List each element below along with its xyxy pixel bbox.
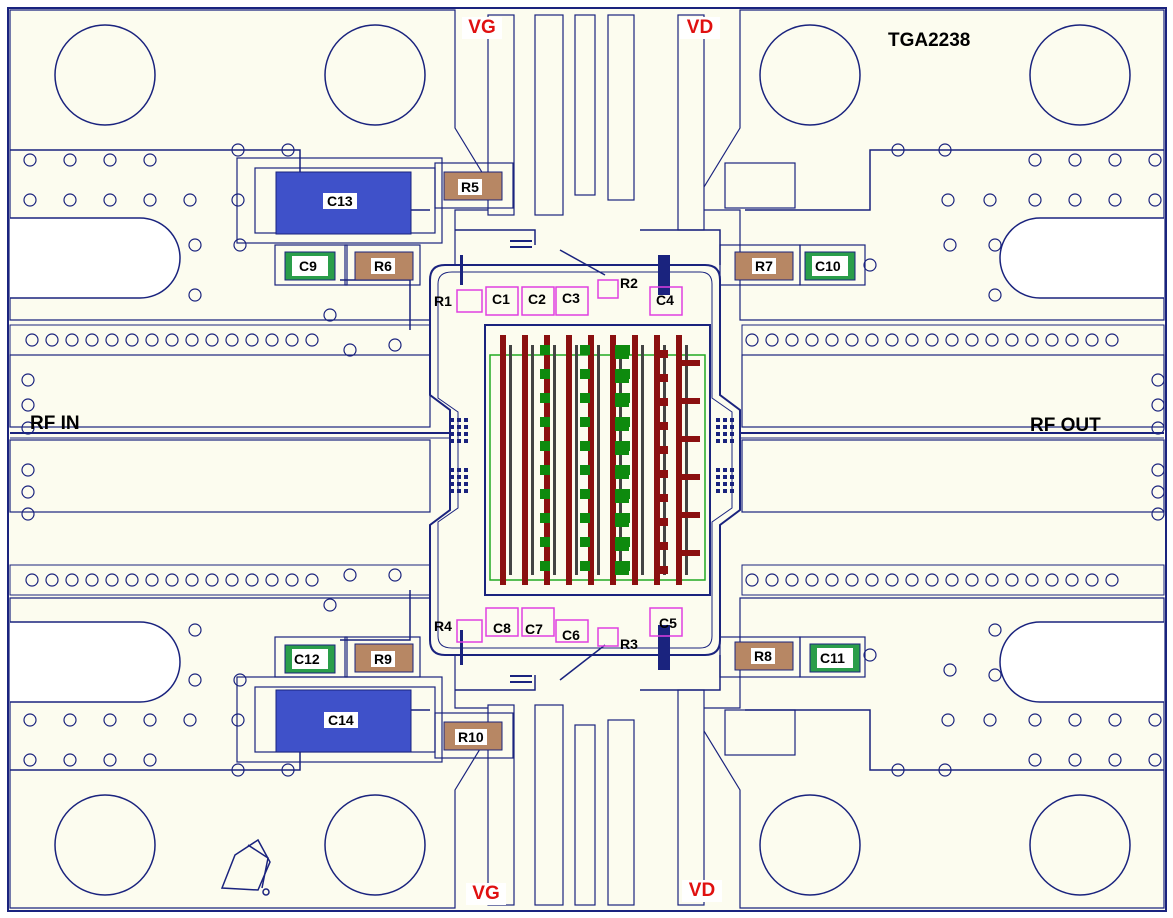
part-number: TGA2238 [888, 30, 971, 51]
label-r1: R1 [434, 293, 452, 309]
label-c8: C8 [493, 620, 511, 636]
pin-vd-top: VD [680, 17, 720, 39]
mount-hole-br1 [759, 794, 861, 896]
label-r10: R10 [455, 729, 487, 745]
mount-hole-tl1 [54, 24, 156, 126]
mount-hole-tl2 [324, 24, 426, 126]
label-c2: C2 [528, 291, 546, 307]
label-c5: C5 [659, 615, 677, 631]
label-c1: C1 [492, 291, 510, 307]
mount-hole-br2 [1029, 794, 1131, 896]
resistor-r5 [443, 171, 503, 201]
label-r9: R9 [371, 651, 395, 667]
mount-hole-tr2 [1029, 24, 1131, 126]
label-r4: R4 [434, 618, 452, 634]
pin-vg-bottom: VG [466, 883, 506, 905]
label-c3: C3 [562, 290, 580, 306]
rf-in-channel-bottom [9, 439, 431, 513]
label-c9: C9 [299, 258, 317, 274]
mount-hole-tr1 [759, 24, 861, 126]
label-r5: R5 [458, 179, 482, 195]
rf-in-label: RF IN [30, 413, 80, 434]
rf-out-channel-bottom [741, 439, 1165, 513]
label-r8: R8 [751, 648, 775, 664]
mount-hole-bl1 [54, 794, 156, 896]
label-r6: R6 [371, 258, 395, 274]
label-c10: C10 [815, 258, 841, 274]
pin-vd-bottom: VD [682, 880, 722, 902]
pin-vg-top: VG [462, 17, 502, 39]
label-r2: R2 [620, 275, 638, 291]
label-c12: C12 [294, 651, 320, 667]
label-c4: C4 [656, 292, 674, 308]
label-r7: R7 [752, 258, 776, 274]
label-c7: C7 [525, 621, 543, 637]
label-c14: C14 [324, 712, 358, 728]
pentagon-logo [220, 838, 271, 896]
mount-hole-bl2 [324, 794, 426, 896]
label-c13: C13 [323, 193, 357, 209]
label-c6: C6 [562, 627, 580, 643]
label-r3: R3 [620, 636, 638, 652]
rf-out-label: RF OUT [1030, 415, 1101, 436]
label-c11: C11 [820, 650, 845, 666]
